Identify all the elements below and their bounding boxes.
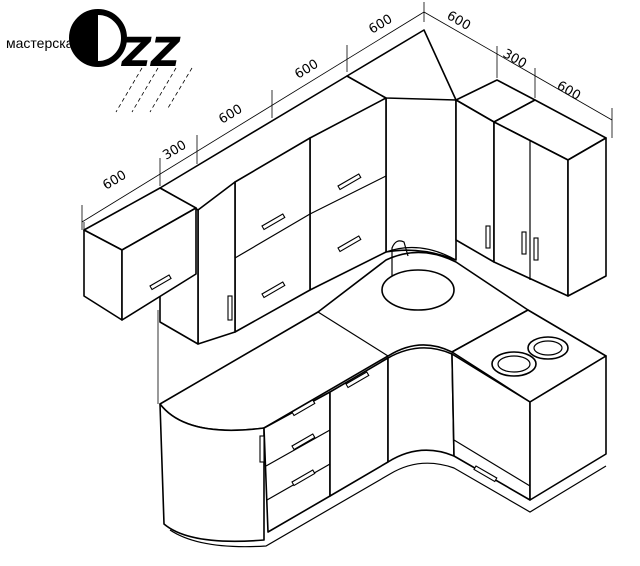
- brand-suffix: ZZ: [120, 30, 181, 76]
- dim-right-3: 600: [554, 78, 583, 103]
- dimension-lines: [81, 2, 613, 404]
- dim-right-1: 600: [444, 8, 473, 33]
- upper-box-front: [121, 207, 197, 321]
- dim-left-5: 600: [366, 12, 395, 38]
- lower-right-side: [529, 355, 607, 501]
- sink: [381, 269, 455, 311]
- brand-prefix: мастерская: [6, 35, 81, 51]
- lower-cabinets: [159, 347, 607, 548]
- brand-logo: мастерская ZZ: [6, 9, 193, 113]
- logo-o-icon: [69, 9, 127, 67]
- dim-right-2: 300: [500, 46, 529, 71]
- plinth: [169, 462, 607, 548]
- upper-right-handles: [485, 225, 539, 261]
- upper-handles: [149, 173, 362, 321]
- countertop: [159, 240, 529, 431]
- dim-left-2: 300: [160, 138, 189, 164]
- upper-cabinets-right: [455, 79, 607, 297]
- logo-rain-lines: [115, 67, 193, 113]
- dim-left-3: 600: [216, 102, 245, 128]
- upper-right-side: [567, 137, 607, 297]
- upper-corner-curved-cabinet: [385, 92, 457, 261]
- dim-left-4: 600: [292, 57, 321, 83]
- faucet-icon: [391, 240, 409, 276]
- dim-left-1: 600: [100, 168, 129, 194]
- lower-handles: [259, 371, 498, 487]
- lower-corner-curved: [387, 347, 455, 463]
- upper-cabinets-left: [83, 29, 457, 345]
- lower-rounded-end: [159, 403, 265, 543]
